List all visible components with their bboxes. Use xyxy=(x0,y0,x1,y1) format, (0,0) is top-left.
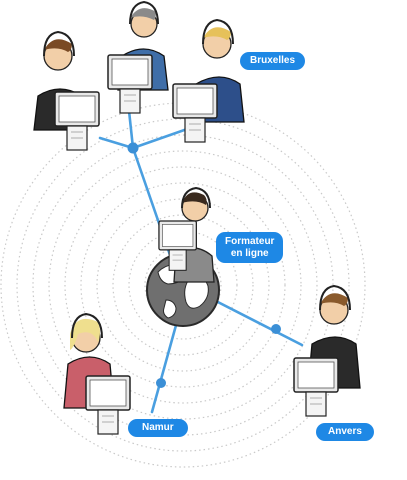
trainer-person-icon xyxy=(158,186,215,283)
connection-nodes xyxy=(127,142,281,388)
namur-label: Namur xyxy=(128,419,188,437)
signal-rings xyxy=(0,102,366,468)
namur-person-icon xyxy=(63,312,131,435)
trainer-label: Formateur en ligne xyxy=(216,232,284,263)
connection-lines xyxy=(98,90,304,414)
brussels-person-1-icon xyxy=(33,30,100,151)
brussels-person-2-icon xyxy=(107,0,169,114)
brussels-label: Bruxelles xyxy=(240,52,306,70)
brussels-person-3-icon xyxy=(172,18,245,143)
trainer-label-line-1: Formateur xyxy=(225,236,275,247)
antwerp-person-icon xyxy=(293,284,361,417)
antwerp-label: Anvers xyxy=(316,423,374,441)
trainer-label-line-2: en ligne xyxy=(230,247,269,259)
